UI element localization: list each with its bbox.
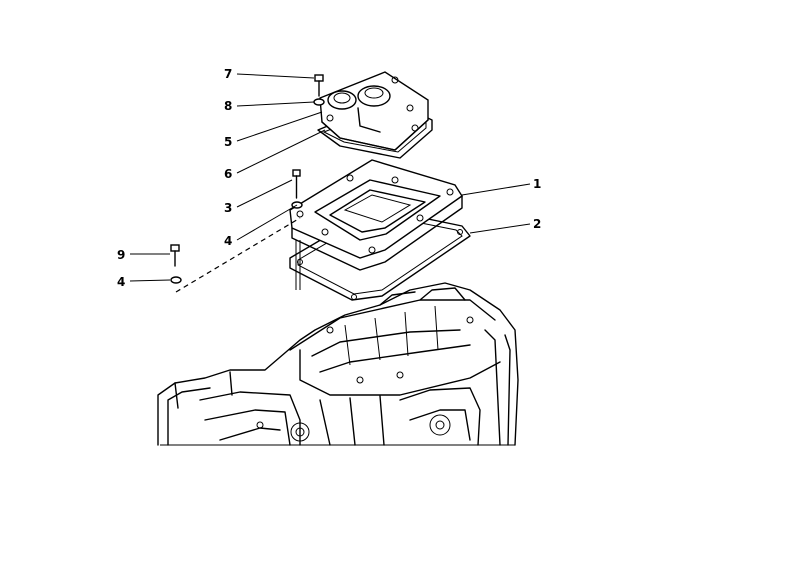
bolt-3: [292, 169, 301, 199]
callout-8: 8: [224, 99, 232, 113]
callout-3: 3: [224, 201, 232, 215]
leader-lines: [129, 73, 531, 282]
mounting-plate: [289, 159, 463, 290]
washer-8: [313, 98, 325, 106]
callout-5: 5: [224, 135, 232, 149]
callout-6: 6: [224, 167, 232, 181]
callout-9: 9: [117, 248, 125, 262]
selector-cover: [319, 71, 429, 151]
bolt-9-axis: [175, 217, 301, 293]
transmission-housing: [157, 282, 519, 446]
callout-2: 2: [533, 217, 541, 231]
callout-4a: 4: [224, 234, 232, 248]
callout-1: 1: [533, 177, 541, 191]
callout-4b: 4: [117, 275, 125, 289]
bolt-7: [314, 74, 324, 97]
washer-4-lower: [170, 276, 182, 284]
bolt-9: [170, 244, 180, 267]
callout-7: 7: [224, 67, 232, 81]
